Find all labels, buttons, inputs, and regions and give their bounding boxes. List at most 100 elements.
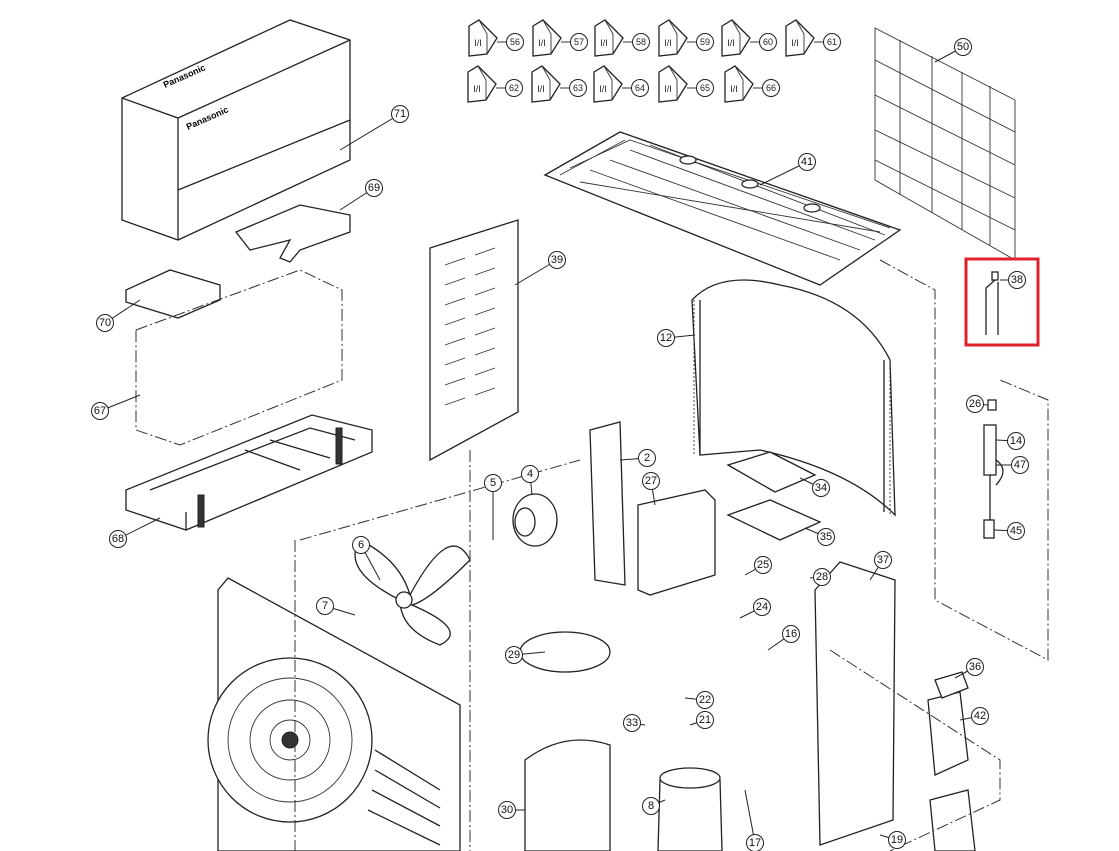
callout-35: 35 [804, 527, 835, 546]
svg-text:62: 62 [509, 83, 519, 93]
callout-57: 57 [570, 33, 588, 51]
reactor-assembly [983, 399, 1004, 539]
manual-book-60: I/I 60 [721, 19, 777, 57]
motor-bracket [589, 421, 626, 586]
manual-icon-label: I/I [599, 84, 607, 94]
svg-text:64: 64 [635, 83, 645, 93]
sound-insulator-top [519, 631, 611, 673]
manual-book-56: I/I 56 [468, 19, 524, 57]
callout-24: 24 [739, 598, 771, 619]
callout-39: 39 [514, 251, 566, 286]
callout-33: 33 [623, 714, 646, 732]
manual-icon-label: I/I [664, 38, 672, 48]
svg-text:26: 26 [969, 398, 981, 410]
callout-12: 12 [657, 329, 696, 347]
book-icon [594, 19, 624, 57]
svg-text:61: 61 [827, 37, 837, 47]
svg-text:68: 68 [112, 533, 124, 545]
svg-text:50: 50 [957, 41, 969, 53]
callout-30: 30 [498, 801, 525, 819]
svg-text:60: 60 [763, 37, 773, 47]
callout-64: 64 [631, 79, 649, 97]
svg-text:22: 22 [699, 694, 711, 706]
callout-38: 38 [1000, 271, 1026, 289]
manual-icon-label: I/I [727, 38, 735, 48]
svg-text:42: 42 [974, 710, 986, 722]
control-board-cover [726, 499, 822, 541]
condenser-coil [691, 279, 896, 517]
callout-6: 6 [352, 536, 381, 581]
side-panel [429, 219, 519, 462]
callout-71: 71 [339, 105, 409, 151]
svg-text:65: 65 [700, 83, 710, 93]
cushion-outline [135, 269, 343, 446]
leader-line [339, 113, 401, 151]
top-panel [543, 131, 902, 286]
callout-47: 47 [996, 456, 1029, 474]
book-icon [468, 19, 498, 57]
svg-text:4: 4 [527, 468, 533, 480]
svg-text:34: 34 [815, 482, 827, 494]
svg-text:38: 38 [1011, 274, 1023, 286]
manual-book-64: I/I 64 [593, 65, 649, 103]
assembly-outline [294, 259, 1049, 851]
callout-22: 22 [684, 691, 714, 709]
callout-36: 36 [954, 658, 984, 679]
book-icon [724, 65, 754, 103]
propeller-fan [354, 539, 471, 646]
svg-text:45: 45 [1010, 525, 1022, 537]
callout-62: 62 [505, 79, 523, 97]
callout-37: 37 [869, 551, 892, 581]
book-icon [467, 65, 497, 103]
callout-19: 19 [879, 831, 906, 849]
front-panel [207, 577, 461, 851]
partition-plate [726, 451, 817, 493]
callout-63: 63 [569, 79, 587, 97]
sensor-part-38 [985, 271, 999, 335]
svg-text:25: 25 [757, 559, 769, 571]
assembly-outline-2 [829, 649, 1001, 851]
svg-text:29: 29 [508, 649, 520, 661]
callout-60: 60 [759, 33, 777, 51]
svg-text:14: 14 [1010, 435, 1022, 447]
callout-16: 16 [767, 625, 800, 651]
svg-text:5: 5 [490, 477, 496, 489]
packing-carton: Panasonic Panasonic [121, 19, 351, 241]
svg-text:28: 28 [816, 571, 828, 583]
svg-text:71: 71 [394, 108, 406, 120]
manual-icon-label: I/I [791, 38, 799, 48]
svg-text:6: 6 [358, 539, 364, 551]
callout-2: 2 [619, 449, 656, 467]
svg-text:39: 39 [551, 254, 563, 266]
callout-41: 41 [759, 153, 816, 186]
callout-56: 56 [506, 33, 524, 51]
svg-text:2: 2 [644, 452, 650, 464]
svg-text:56: 56 [510, 37, 520, 47]
callout-70: 70 [96, 299, 141, 332]
book-icon [658, 65, 688, 103]
callout-58: 58 [632, 33, 650, 51]
side-plate [814, 561, 896, 846]
handle [929, 789, 976, 851]
svg-text:70: 70 [99, 317, 111, 329]
manual-icon-label: I/I [473, 84, 481, 94]
heat-exchanger-guard-grid [874, 27, 1016, 261]
callout-67: 67 [91, 394, 141, 420]
callout-65: 65 [696, 79, 714, 97]
svg-text:69: 69 [368, 182, 380, 194]
book-icon [532, 19, 562, 57]
fan-motor [512, 493, 558, 547]
callout-5: 5 [484, 474, 502, 540]
svg-text:41: 41 [801, 156, 813, 168]
manual-book-61: I/I 61 [785, 19, 841, 57]
svg-text:37: 37 [877, 554, 889, 566]
manual-icon-label: I/I [730, 84, 738, 94]
manual-icon-label: I/I [474, 38, 482, 48]
svg-text:36: 36 [969, 661, 981, 673]
